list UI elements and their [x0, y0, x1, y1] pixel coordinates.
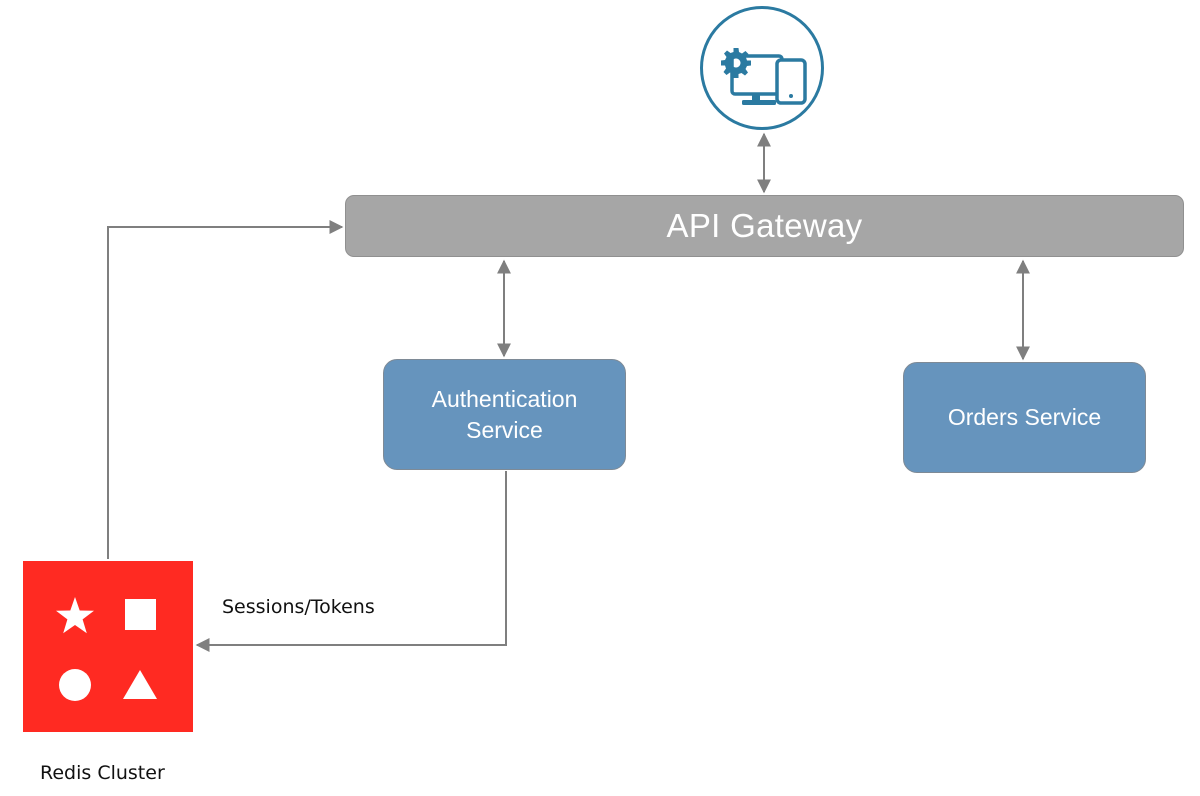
orders-service: Orders Service [903, 362, 1146, 473]
edge-redis-gateway [107, 220, 344, 559]
redis-cluster-label: Redis Cluster [40, 762, 165, 784]
gear-icon [721, 48, 751, 78]
edge-auth-redis [195, 471, 507, 652]
redis-shapes-icon [56, 597, 157, 701]
redis-cluster-node [23, 561, 193, 732]
client-node [700, 6, 824, 130]
api-gateway-label: API Gateway [666, 207, 863, 244]
authentication-service-label-line2: Service [466, 416, 543, 443]
client-devices-icon [721, 48, 807, 105]
triangle-icon [123, 670, 157, 699]
star-icon [56, 597, 94, 634]
authentication-service-label-line1: Authentication [431, 385, 578, 412]
circle-icon [59, 669, 91, 701]
authentication-service: Authentication Service [383, 359, 626, 470]
orders-service-label: Orders Service [947, 404, 1102, 430]
square-icon [125, 599, 156, 630]
sessions-tokens-label: Sessions/Tokens [222, 596, 375, 618]
api-gateway: API Gateway [345, 195, 1184, 257]
